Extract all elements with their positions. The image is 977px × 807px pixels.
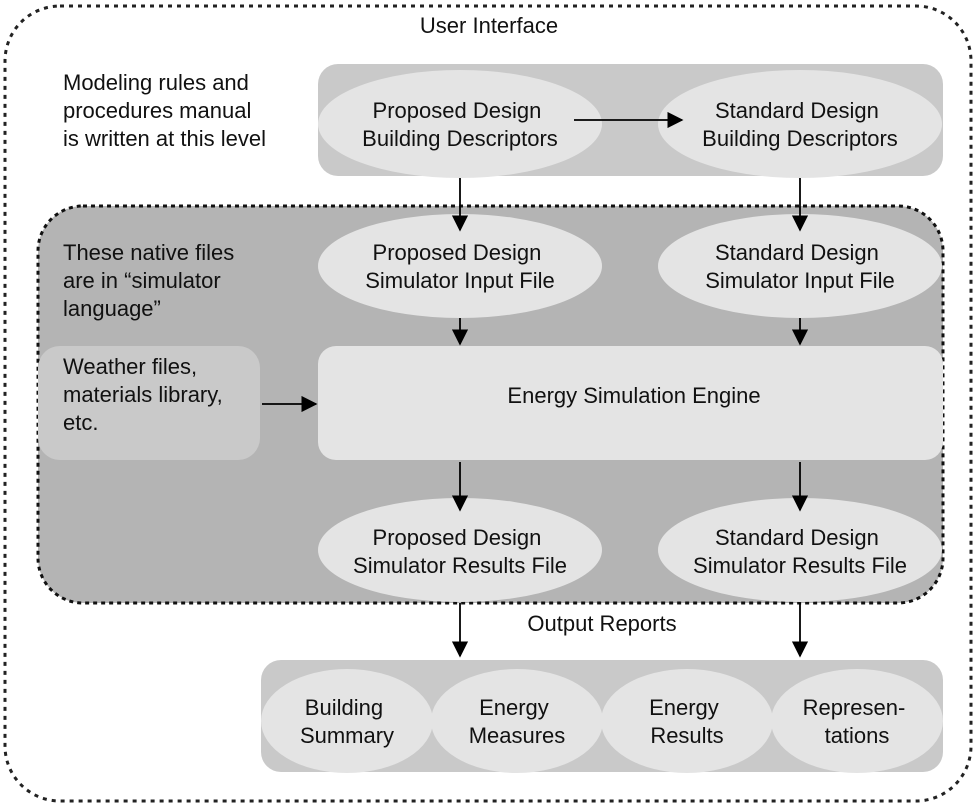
standard-results-node — [658, 498, 942, 602]
weather-files-note: Weather files, materials library, etc. — [63, 354, 229, 435]
standard-input-label: Standard Design Simulator Input File — [705, 240, 895, 293]
output-reports-title: Output Reports — [527, 611, 676, 636]
user-interface-title: User Interface — [420, 13, 558, 38]
report-label-1: Building Summary — [300, 695, 394, 748]
report-node-2 — [431, 669, 603, 773]
standard-descriptors-node — [658, 70, 942, 178]
proposed-descriptors-label: Proposed Design Building Descriptors — [362, 98, 558, 151]
title-backdrop — [380, 10, 605, 40]
output-title-backdrop — [505, 607, 700, 637]
proposed-input-label: Proposed Design Simulator Input File — [365, 240, 555, 293]
report-label-3: Energy Results — [649, 695, 725, 748]
proposed-results-label: Proposed Design Simulator Results File — [353, 525, 567, 578]
report-node-1 — [261, 669, 433, 773]
engine-label: Energy Simulation Engine — [507, 383, 760, 408]
proposed-results-node — [318, 498, 602, 602]
standard-results-label: Standard Design Simulator Results File — [693, 525, 907, 578]
standard-input-node — [658, 214, 942, 318]
proposed-input-node — [318, 214, 602, 318]
standard-descriptors-label: Standard Design Building Descriptors — [702, 98, 898, 151]
report-node-3 — [601, 669, 773, 773]
report-label-4: Represen- tations — [803, 695, 912, 748]
energy-simulation-engine — [318, 346, 943, 460]
report-node-4 — [771, 669, 943, 773]
weather-files-box — [38, 346, 260, 460]
connector-arrows — [262, 111, 809, 658]
proposed-descriptors-node — [318, 70, 602, 178]
modeling-rules-note: Modeling rules and procedures manual is … — [63, 70, 266, 151]
report-label-2: Energy Measures — [469, 695, 566, 748]
native-files-note: These native files are in “simulator lan… — [63, 240, 240, 321]
